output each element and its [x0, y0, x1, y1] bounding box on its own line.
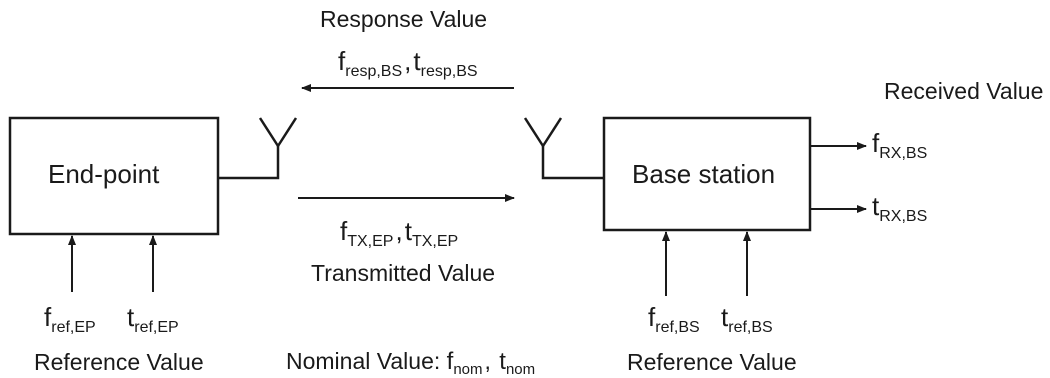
end-point-block [8, 116, 220, 236]
nominal-value-label: Nominal Value: fnom, tnom [286, 348, 536, 378]
received-t-variable: tRX,BS [872, 191, 928, 225]
base-station-label: Base station [632, 159, 776, 189]
reference-value-ep-header: Reference Value [34, 349, 204, 375]
base-station-antenna-icon [523, 117, 604, 180]
end-point-label: End-point [48, 159, 160, 189]
ref-t-bs-variable: tref,BS [721, 302, 773, 336]
ref-f-ep-variable: fref,EP [44, 302, 96, 336]
base-station-block [602, 116, 812, 232]
response-variables: fresp,BS,tresp,BS [338, 46, 478, 80]
transmitted-value-header: Transmitted Value [311, 260, 496, 286]
response-value-header: Response Value [320, 6, 488, 32]
received-f-variable: fRX,BS [872, 128, 928, 162]
transmit-variables: fTX,EP,tTX,EP [340, 216, 459, 250]
reference-value-bs-header: Reference Value [627, 349, 797, 375]
end-point-antenna-icon [218, 117, 298, 180]
received-value-header: Received Value [884, 78, 1044, 104]
ref-t-ep-variable: tref,EP [127, 302, 179, 336]
ref-f-bs-variable: fref,BS [648, 302, 700, 336]
